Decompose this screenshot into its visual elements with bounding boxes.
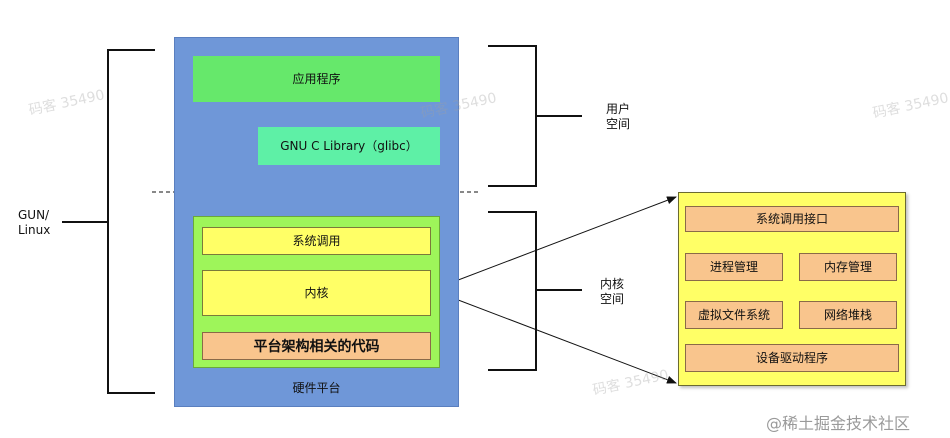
kernel-detail-panel: 系统调用接口 进程管理 内存管理 虚拟文件系统 网络堆栈 设备驱动程序 xyxy=(678,192,906,386)
arch-code-box: 平台架构相关的代码 xyxy=(202,332,431,360)
kernel-box: 内核 xyxy=(202,270,431,316)
device-drivers-box: 设备驱动程序 xyxy=(685,344,899,372)
footer-credit: @稀土掘金技术社区 xyxy=(766,414,911,433)
network-stack-box: 网络堆栈 xyxy=(799,301,897,329)
user-space-bracket xyxy=(488,45,582,187)
kernel-space-bracket xyxy=(488,211,582,371)
user-space-label: 用户 空间 xyxy=(606,102,631,131)
gnu-linux-bracket xyxy=(62,49,155,394)
process-management-box: 进程管理 xyxy=(685,253,783,281)
virtual-file-system-box: 虚拟文件系统 xyxy=(685,301,783,329)
hardware-platform-label: 硬件平台 xyxy=(292,380,341,395)
kernel-arrow-bottom xyxy=(431,289,677,384)
kernel-space-label: 内核 空间 xyxy=(600,277,625,306)
glibc-box: GNU C Library（glibc） xyxy=(258,127,440,165)
kernel-arrow-top xyxy=(431,196,677,291)
syscall-box: 系统调用 xyxy=(202,227,431,255)
memory-management-box: 内存管理 xyxy=(799,253,897,281)
application-box: 应用程序 xyxy=(193,56,440,102)
gnu-linux-label: GUN/ Linux xyxy=(18,208,51,237)
syscall-interface-box: 系统调用接口 xyxy=(685,206,899,232)
